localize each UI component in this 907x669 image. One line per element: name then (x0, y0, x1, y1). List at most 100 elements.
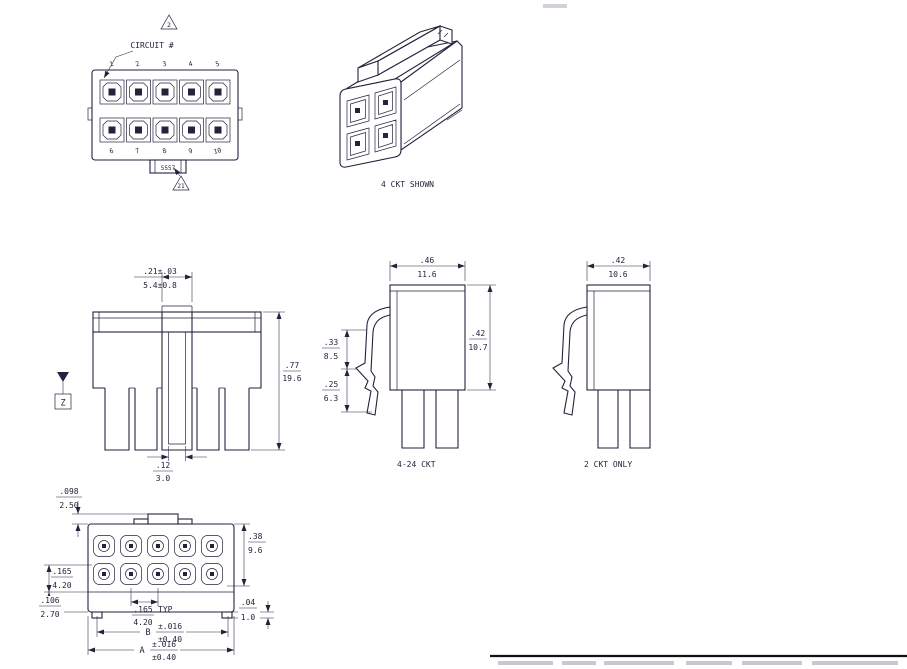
pin-cavity (126, 79, 151, 105)
dim-in: .42 (471, 329, 486, 338)
circuit-number: 8 (162, 147, 168, 156)
circuit-number: 3 (162, 60, 168, 69)
dim-mm: 2.70 (40, 610, 59, 619)
terminal-cavity (174, 535, 196, 557)
callout-leader (103, 50, 134, 79)
pin-cavity (126, 117, 151, 143)
dim-mm: 5.4±0.8 (143, 281, 177, 290)
terminal-cavity (201, 563, 223, 585)
dim-in: .165 (133, 605, 152, 614)
pin-cavity (205, 79, 231, 105)
pin-cavity (99, 117, 125, 143)
dimension-rib-width: .12 3.0 (147, 446, 207, 483)
dim-in: .33 (324, 338, 339, 347)
dimension-latch-upper: .33 8.5 (322, 329, 366, 370)
terminal-cavity (174, 563, 196, 585)
terminal-cavity (93, 563, 115, 585)
cropped-text-fragment (543, 4, 567, 8)
circuit-number: 5 (215, 60, 221, 69)
dim-qualifier: TYP (158, 605, 173, 614)
iso-front-face (339, 78, 402, 168)
series-marking: 5557 (161, 165, 176, 172)
dim-in: .12 (156, 461, 171, 470)
iso-latch-serration (431, 26, 449, 38)
dimension-width: .42 10.6 (586, 256, 651, 281)
note-flag-triangle (172, 175, 190, 191)
iso-cavity (374, 86, 397, 120)
top-bar (92, 311, 262, 333)
legs (104, 388, 250, 451)
latch-arm (355, 306, 391, 416)
datum-triangle (57, 372, 69, 382)
dim-mm: 4.20 (52, 581, 71, 590)
pin-cavity (205, 117, 231, 143)
terminal-cavity (201, 535, 223, 557)
dim-label: B (145, 628, 150, 638)
dim-in: .165 (52, 567, 71, 576)
dim-mm: 2.50 (59, 501, 78, 510)
pin-cavity (152, 79, 178, 105)
pin-cavity (99, 79, 125, 105)
terminal-cavity (120, 535, 142, 557)
dim-mm: 10.6 (608, 270, 627, 279)
circuit-number: 1 (109, 60, 115, 69)
dimension-foot: .04 1.0 (232, 598, 274, 629)
terminal-cavity (93, 535, 115, 557)
dim-mm: 6.3 (324, 394, 339, 403)
foot-right (221, 611, 233, 619)
dim-mm: ±0.40 (158, 635, 182, 644)
side-view-2ckt: .42 10.6 2 CKT ONLY (552, 256, 651, 469)
dimension-b: B ±.016 ±0.40 (96, 616, 229, 644)
latch-cap (161, 305, 193, 312)
datum-box (54, 393, 72, 410)
dim-in: .25 (324, 380, 339, 389)
dim-in: .098 (59, 487, 78, 496)
body-outline (389, 284, 466, 391)
dimension-height: .42 10.7 (467, 284, 496, 391)
circuit-number: 4 (188, 60, 194, 69)
latch-arm (552, 306, 588, 416)
dim-mm: 10.7 (468, 343, 487, 352)
circuit-callout-label: CIRCUIT # (130, 41, 174, 50)
dim-mm: 11.6 (417, 270, 436, 279)
top-boss (147, 513, 179, 525)
dimension-latch-width: .21±.03 5.4±0.8 (134, 267, 193, 302)
title-block-edge (490, 4, 907, 665)
terminal-cavity (120, 563, 142, 585)
legs (597, 390, 651, 449)
body-outline (586, 284, 651, 391)
body-walls (92, 332, 262, 389)
iso-caption: 4 CKT SHOWN (381, 180, 434, 189)
front-view-bottom: .098 2.50 .38 9.6 .165 4.20 .106 2.7 (36, 487, 274, 662)
dim-mm: ±0.40 (152, 653, 176, 662)
circuit-number: 9 (188, 147, 194, 156)
view-caption: 4-24 CKT (397, 460, 436, 469)
pin-cavity (152, 117, 178, 143)
dimension-overall-height: .77 19.6 (251, 311, 302, 451)
side-tab-left (87, 107, 93, 121)
dim-in: .77 (285, 361, 300, 370)
top-step-right (177, 518, 193, 525)
circuit-number: 10 (213, 146, 223, 156)
dim-mm: 19.6 (282, 374, 301, 383)
circuit-number: 2 (135, 60, 141, 69)
note-flag-number: 21 (177, 183, 185, 190)
flag-leader (173, 167, 181, 177)
dimension-boss: .098 2.50 (56, 487, 148, 537)
iso-latch-hook (357, 60, 379, 83)
dim-label: A (139, 646, 144, 656)
dim-mm: 4.20 (133, 618, 152, 627)
dim-in: .21±.03 (143, 267, 177, 276)
dimension-left-row: .165 4.20 (44, 564, 92, 593)
dim-in: ±.016 (158, 622, 182, 631)
iso-cavity (346, 94, 370, 128)
terminal-cavity (147, 563, 169, 585)
pin-cavity (179, 79, 204, 105)
iso-cavity (346, 127, 370, 161)
dim-mm: 3.0 (156, 474, 171, 483)
dimension-latch-lower: .25 6.3 (322, 369, 372, 413)
front-view-10ckt: 1 2 3 4 5 6 7 8 9 10 5557 2 CIRCUIT # 21 (87, 14, 243, 191)
circuit-number: 6 (109, 147, 115, 156)
